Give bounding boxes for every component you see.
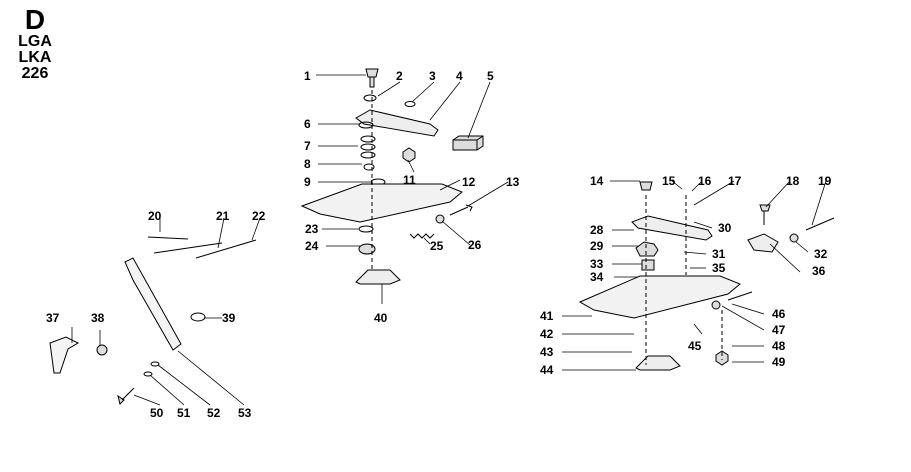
- callout-20: 20: [148, 209, 162, 223]
- callout-13: 13: [506, 175, 520, 189]
- part-18-bolt: [759, 204, 771, 225]
- callout-29: 29: [590, 239, 604, 253]
- part-49-nut: [715, 350, 729, 366]
- diagram-number: 226: [21, 65, 49, 82]
- part-50-bolt: [117, 387, 135, 405]
- callout-6: 6: [304, 117, 311, 131]
- part-25-spring: [409, 233, 435, 239]
- callout-1: 1: [304, 69, 311, 83]
- callout-33: 33: [590, 257, 604, 271]
- part-19-screw: [805, 217, 835, 231]
- callout-28: 28: [590, 223, 604, 237]
- callout-18: 18: [786, 174, 800, 188]
- part-21-rod: [153, 242, 223, 254]
- callout-37: 37: [46, 311, 60, 325]
- part-1-bolt: [365, 68, 379, 88]
- callout-labels: 1 2 3 4 5 6 7 8 9 11 12 13 14 15 16 17 1…: [46, 69, 832, 420]
- callout-52: 52: [207, 406, 221, 420]
- callout-35: 35: [712, 261, 726, 275]
- callout-17: 17: [728, 174, 742, 188]
- part-8-ring: [363, 163, 375, 171]
- callout-42: 42: [540, 327, 554, 341]
- callout-21: 21: [216, 209, 230, 223]
- callout-7: 7: [304, 139, 311, 153]
- callout-36: 36: [812, 264, 826, 278]
- part-36-clamp: [747, 233, 779, 253]
- part-13-screw: [449, 204, 473, 216]
- part-44-bracket: [635, 355, 681, 371]
- callout-23: 23: [305, 222, 319, 236]
- part-14-bolt: [639, 181, 653, 191]
- part-23-washer: [358, 225, 374, 233]
- part-20-rod: [147, 236, 189, 240]
- part-5-block: [452, 135, 484, 151]
- callout-48: 48: [772, 339, 786, 353]
- part-11-nut: [402, 147, 416, 163]
- callout-3: 3: [429, 69, 436, 83]
- callout-15: 15: [662, 174, 676, 188]
- part-3-washer: [404, 101, 416, 107]
- callout-39: 39: [222, 311, 236, 325]
- part-24-nut: [358, 243, 376, 255]
- callout-44: 44: [540, 363, 554, 377]
- part-41-base-plate: [578, 275, 741, 319]
- callout-43: 43: [540, 345, 554, 359]
- part-46-screw: [727, 291, 753, 301]
- part-51-washer: [143, 371, 153, 377]
- part-40-bracket: [355, 269, 401, 285]
- diagram-header: D LGA LKA 226: [0, 0, 70, 82]
- part-47-nut: [711, 300, 721, 310]
- part-4-lever-plate: [355, 109, 439, 137]
- callout-8: 8: [304, 157, 311, 171]
- callout-24: 24: [305, 239, 319, 253]
- part-38-nut: [96, 344, 108, 356]
- callout-12: 12: [462, 175, 476, 189]
- part-33-bush: [641, 259, 655, 271]
- callout-38: 38: [91, 311, 105, 325]
- part-32-nut: [789, 233, 799, 243]
- callout-25: 25: [430, 239, 444, 253]
- callout-14: 14: [590, 174, 604, 188]
- part-53-lever-arm: [124, 257, 182, 351]
- part-28-lever-plate: [631, 215, 713, 241]
- callout-34: 34: [590, 270, 604, 284]
- callout-9: 9: [304, 175, 311, 189]
- callout-49: 49: [772, 355, 786, 369]
- callout-50: 50: [150, 406, 164, 420]
- callout-47: 47: [772, 323, 786, 337]
- callout-2: 2: [396, 69, 403, 83]
- callout-51: 51: [177, 406, 191, 420]
- callout-53: 53: [238, 406, 252, 420]
- callout-32: 32: [814, 247, 828, 261]
- callout-40: 40: [374, 311, 388, 325]
- callout-30: 30: [718, 221, 732, 235]
- part-12-base-plate: [300, 183, 463, 223]
- part-29-gear: [635, 241, 659, 257]
- callout-31: 31: [712, 247, 726, 261]
- callout-22: 22: [252, 209, 266, 223]
- model-code-1: LGA: [18, 33, 52, 50]
- callout-19: 19: [818, 174, 832, 188]
- part-52-washer: [150, 361, 160, 367]
- part-39-ring: [190, 312, 206, 322]
- section-letter: D: [24, 4, 46, 35]
- callout-4: 4: [456, 69, 463, 83]
- part-6-washer: [358, 121, 374, 129]
- model-code-2: LKA: [18, 49, 52, 66]
- callout-26: 26: [468, 238, 482, 252]
- callout-46: 46: [772, 307, 786, 321]
- callout-11: 11: [403, 173, 416, 187]
- callout-16: 16: [698, 174, 712, 188]
- callout-5: 5: [487, 69, 494, 83]
- callout-45: 45: [688, 339, 702, 353]
- part-7-washer-stack: [360, 135, 376, 159]
- part-22-spring: [195, 239, 257, 259]
- callout-41: 41: [540, 309, 554, 323]
- part-2-washer: [363, 94, 377, 102]
- part-37-lever: [49, 336, 80, 374]
